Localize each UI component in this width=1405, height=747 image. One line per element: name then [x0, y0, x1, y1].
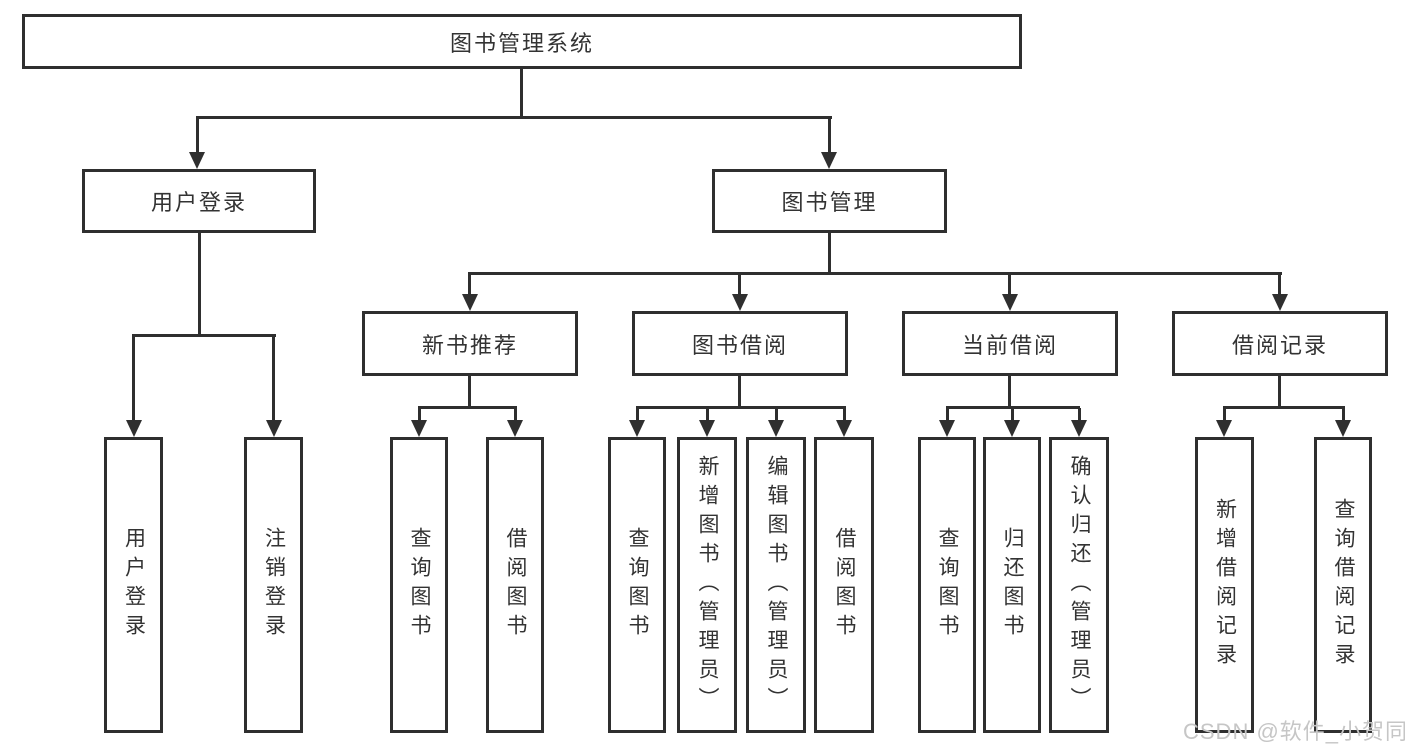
- arrow-down-icon: [821, 152, 837, 169]
- node-new-book-recommendation: 新书推荐: [362, 311, 578, 376]
- leaf-return-books: 归还图书: [983, 437, 1041, 733]
- connector-line: [1078, 408, 1081, 421]
- connector-line: [520, 69, 523, 118]
- connector-line: [1223, 408, 1226, 421]
- leaf-edit-book-admin: 编辑图书（管理员）: [746, 437, 806, 733]
- node-user-login: 用户登录: [82, 169, 316, 233]
- connector-line: [468, 272, 1282, 275]
- connector-line: [706, 408, 709, 421]
- leaf-query-books-current: 查询图书: [918, 437, 976, 733]
- arrow-down-icon: [1216, 420, 1232, 437]
- node-library-management-system: 图书管理系统: [22, 14, 1022, 69]
- arrow-down-icon: [266, 420, 282, 437]
- arrow-down-icon: [1071, 420, 1087, 437]
- connector-line: [514, 408, 517, 421]
- connector-line: [196, 118, 199, 154]
- connector-line: [1008, 376, 1011, 408]
- leaf-confirm-return-admin: 确认归还（管理员）: [1049, 437, 1109, 733]
- connector-line: [1278, 376, 1281, 408]
- connector-line: [418, 406, 517, 409]
- arrow-down-icon: [1272, 294, 1288, 311]
- connector-line: [272, 336, 275, 421]
- connector-line: [843, 408, 846, 421]
- leaf-query-borrow-record: 查询借阅记录: [1314, 437, 1372, 733]
- connector-line: [1342, 408, 1345, 421]
- arrow-down-icon: [699, 420, 715, 437]
- connector-line: [196, 116, 832, 119]
- arrow-down-icon: [629, 420, 645, 437]
- connector-line: [418, 408, 421, 421]
- connector-line: [828, 233, 831, 274]
- node-book-management: 图书管理: [712, 169, 947, 233]
- leaf-borrow-books-borrowing: 借阅图书: [814, 437, 874, 733]
- connector-line: [1011, 408, 1014, 421]
- arrow-down-icon: [507, 420, 523, 437]
- connector-line: [468, 376, 471, 408]
- leaf-logout: 注销登录: [244, 437, 303, 733]
- connector-line: [636, 406, 846, 409]
- arrow-down-icon: [836, 420, 852, 437]
- node-book-borrowing: 图书借阅: [632, 311, 848, 376]
- connector-line: [198, 233, 201, 336]
- leaf-borrow-books-recommend: 借阅图书: [486, 437, 544, 733]
- arrow-down-icon: [768, 420, 784, 437]
- connector-line: [1278, 274, 1281, 295]
- connector-line: [775, 408, 778, 421]
- connector-line: [946, 406, 1080, 409]
- connector-line: [1223, 406, 1345, 409]
- connector-line: [132, 336, 135, 421]
- connector-line: [636, 408, 639, 421]
- connector-line: [738, 274, 741, 295]
- leaf-query-books-recommend: 查询图书: [390, 437, 448, 733]
- node-borrowing-records: 借阅记录: [1172, 311, 1388, 376]
- arrow-down-icon: [939, 420, 955, 437]
- arrow-down-icon: [1335, 420, 1351, 437]
- node-current-borrowing: 当前借阅: [902, 311, 1118, 376]
- watermark: CSDN @软件_小贺同学: [1183, 719, 1405, 744]
- connector-line: [828, 118, 831, 154]
- leaf-user-login: 用户登录: [104, 437, 163, 733]
- connector-line: [946, 408, 949, 421]
- arrow-down-icon: [1002, 294, 1018, 311]
- connector-line: [132, 334, 276, 337]
- leaf-add-borrow-record: 新增借阅记录: [1195, 437, 1254, 733]
- leaf-add-book-admin: 新增图书（管理员）: [677, 437, 737, 733]
- connector-line: [738, 376, 741, 408]
- arrow-down-icon: [189, 152, 205, 169]
- arrow-down-icon: [126, 420, 142, 437]
- arrow-down-icon: [1004, 420, 1020, 437]
- arrow-down-icon: [411, 420, 427, 437]
- connector-line: [468, 274, 471, 295]
- connector-line: [1008, 274, 1011, 295]
- arrow-down-icon: [732, 294, 748, 311]
- leaf-query-books-borrowing: 查询图书: [608, 437, 666, 733]
- arrow-down-icon: [462, 294, 478, 311]
